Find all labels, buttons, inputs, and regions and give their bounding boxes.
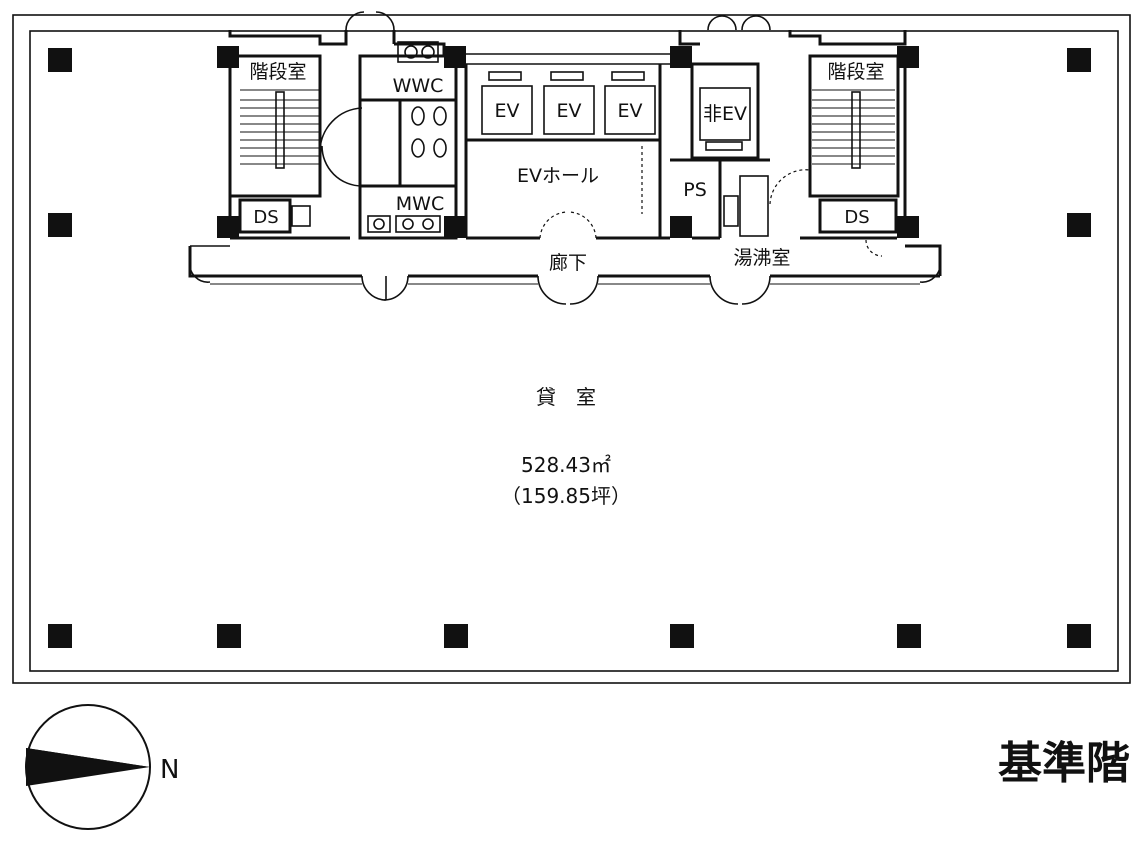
- label-kitchenette: 湯沸室: [733, 247, 790, 269]
- label-ds-right: DS: [844, 207, 869, 228]
- label-ds-left: DS: [253, 207, 278, 228]
- label-ev-1: EV: [494, 100, 519, 122]
- right-stair: [808, 54, 907, 238]
- elevator-bank: [464, 64, 662, 238]
- building-outline-outer: [12, 14, 1131, 684]
- label-ev-3: EV: [617, 100, 642, 122]
- label-ev-emergency: 非EV: [703, 103, 747, 125]
- service-rooms: [670, 62, 883, 257]
- label-ev-hall: EVホール: [517, 165, 599, 187]
- floor-title: 基準階: [998, 738, 1130, 789]
- label-stair-left: 階段室: [249, 61, 306, 83]
- building-outline-inner: [29, 30, 1119, 672]
- main-room-name: 貸 室: [536, 385, 596, 409]
- compass-north-label: N: [160, 755, 179, 785]
- label-corridor: 廊下: [549, 252, 587, 274]
- left-stair: [228, 54, 322, 238]
- main-room-area-tsubo: （159.85坪）: [501, 484, 631, 508]
- label-ps: PS: [683, 179, 707, 201]
- main-room-area-sqm: 528.43㎡: [521, 453, 611, 477]
- label-wwc: WWC: [393, 75, 444, 97]
- core-walls: [188, 30, 942, 285]
- label-mwc: MWC: [396, 193, 444, 215]
- label-ev-2: EV: [556, 100, 581, 122]
- label-stair-right: 階段室: [827, 61, 884, 83]
- toilet-block: [319, 41, 458, 240]
- compass: N: [25, 704, 179, 830]
- corridor-doors: [189, 11, 941, 305]
- structural-columns: [48, 46, 1091, 648]
